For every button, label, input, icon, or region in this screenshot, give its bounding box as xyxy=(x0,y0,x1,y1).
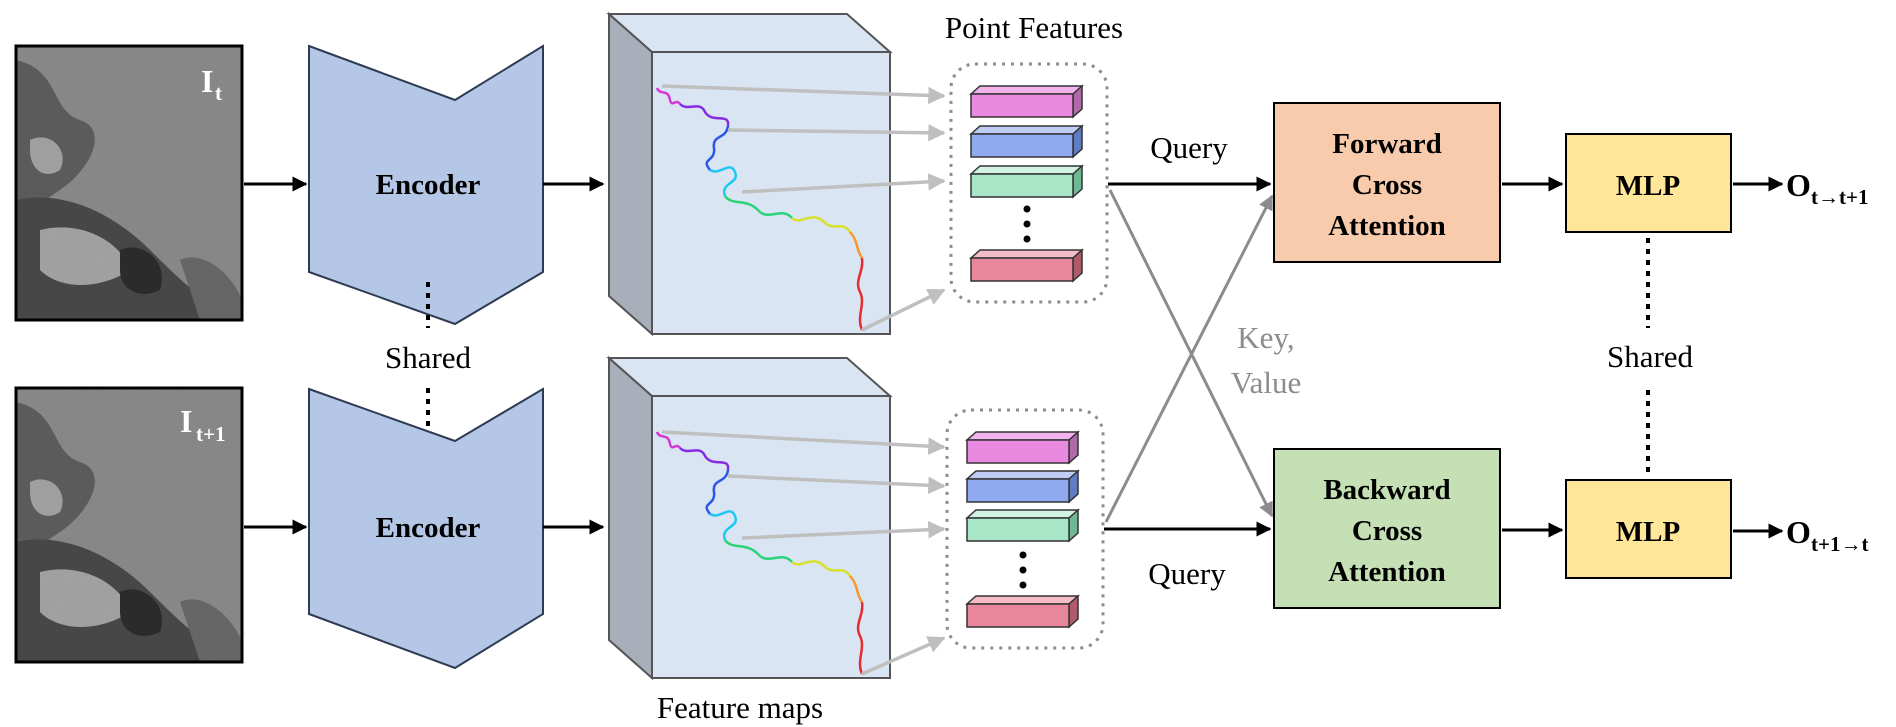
encoder-bottom-label: Encoder xyxy=(376,512,481,544)
key-value-label-line2: Value xyxy=(1231,365,1302,400)
mlp-bottom xyxy=(1565,479,1732,579)
key-value-label-line1: Key, xyxy=(1237,320,1294,355)
point-feature-bar xyxy=(965,469,1080,504)
query-label-bottom: Query xyxy=(1148,556,1226,591)
point-feature-bar xyxy=(969,248,1084,283)
output-top-label: O xyxy=(1786,167,1811,203)
mlp-shared-label: Shared xyxy=(1607,339,1694,374)
backward-cross-attention-block: Backward Cross Attention xyxy=(1273,448,1501,609)
encoder-top-label: Encoder xyxy=(376,169,481,201)
feature-maps-caption: Feature maps xyxy=(657,690,823,725)
forward-label-line2: Cross xyxy=(1352,169,1422,201)
point-feature-bar xyxy=(965,430,1080,465)
input-image-top: I t xyxy=(14,44,244,322)
image-top-subscript: t xyxy=(215,81,222,105)
encoder-bottom xyxy=(308,387,544,670)
forward-label-line1: Forward xyxy=(1332,128,1442,160)
key-value-arrow-to-forward xyxy=(1104,194,1274,523)
output-bottom-subscript: t+1→t xyxy=(1811,532,1868,556)
image-top-label: I xyxy=(201,63,213,99)
input-image-bottom: I t+1 xyxy=(14,386,244,664)
output-bottom-label: O xyxy=(1786,514,1811,550)
mlp-bottom-label: MLP xyxy=(1616,516,1680,548)
forward-label-line3: Attention xyxy=(1328,210,1446,242)
encoder-shared-label: Shared xyxy=(385,340,472,375)
point-feature-ellipsis xyxy=(1019,551,1027,589)
point-features-title: Point Features xyxy=(945,10,1123,45)
mlp-top-label: MLP xyxy=(1616,170,1680,202)
output-top-subscript: t→t+1 xyxy=(1811,185,1868,209)
feature-map-top xyxy=(606,11,893,337)
point-feature-bar xyxy=(965,508,1080,543)
feature-map-bottom-trajectory xyxy=(655,431,864,675)
point-features-top xyxy=(949,62,1109,304)
point-feature-bar xyxy=(969,84,1084,119)
image-bottom-label: I xyxy=(180,403,192,439)
feature-sampling-arrows-top xyxy=(661,84,946,332)
mlp-top xyxy=(1565,133,1732,233)
point-feature-ellipsis xyxy=(1023,205,1031,243)
point-features-bottom xyxy=(945,408,1105,650)
feature-map-bottom xyxy=(606,355,893,681)
backward-label-line1: Backward xyxy=(1323,474,1450,506)
point-feature-bar xyxy=(969,164,1084,199)
forward-cross-attention-block: Forward Cross Attention xyxy=(1273,102,1501,263)
encoder-top xyxy=(308,44,544,326)
feature-sampling-arrows-bottom xyxy=(661,430,946,676)
backward-label-line3: Attention xyxy=(1328,556,1446,588)
query-label-top: Query xyxy=(1150,130,1228,165)
backward-label-line2: Cross xyxy=(1352,515,1422,547)
image-bottom-subscript: t+1 xyxy=(196,422,225,446)
feature-map-top-trajectory xyxy=(655,87,864,331)
point-feature-bar xyxy=(965,594,1080,629)
point-feature-bar xyxy=(969,124,1084,159)
